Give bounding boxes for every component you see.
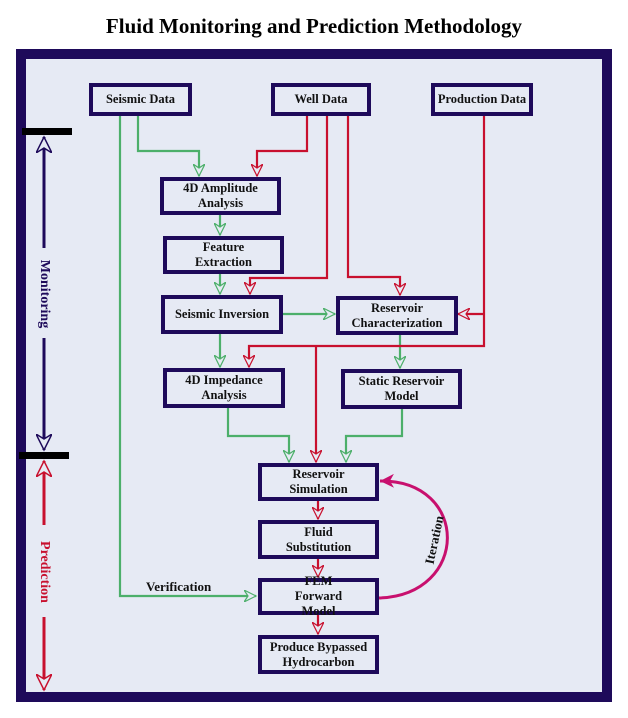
edge-impedance-to-simulation — [226, 407, 289, 462]
verification-label: Verification — [146, 579, 212, 594]
monitoring-phase-label: Monitoring — [37, 259, 52, 329]
node-4d-amplitude-analysis: 4D Amplitude Analysis — [160, 177, 281, 215]
edge-well-to-inversion — [250, 115, 329, 294]
node-well-data: Well Data — [271, 83, 371, 116]
node-seismic-inversion: Seismic Inversion — [161, 295, 283, 334]
edge-seismic-to-amplitude — [136, 115, 199, 176]
edge-verification — [118, 115, 256, 596]
edge-production-to-impedance — [249, 115, 486, 367]
node-fem-forward-model: FEM Forward Model — [258, 574, 379, 618]
monitoring-start-bar — [22, 128, 72, 135]
edge-well-to-characterization — [346, 115, 400, 295]
prediction-phase-label: Prediction — [37, 541, 52, 603]
node-produce-bypassed-hydrocarbon: Produce Bypassed Hydrocarbon — [258, 635, 379, 674]
edge-well-to-amplitude — [257, 115, 309, 176]
node-static-reservoir-model: Static Reservoir Model — [341, 369, 462, 409]
node-feature-extraction: Feature Extraction — [163, 236, 284, 274]
node-reservoir-characterization: Reservoir Characterization — [336, 296, 458, 335]
edge-iteration-loop — [378, 473, 449, 600]
phase-divider-bar — [19, 452, 69, 459]
node-4d-impedance-analysis: 4D Impedance Analysis — [163, 368, 285, 408]
edge-static-to-simulation — [346, 408, 404, 462]
diagram-title: Fluid Monitoring and Prediction Methodol… — [105, 14, 523, 38]
node-seismic-data: Seismic Data — [89, 83, 192, 116]
node-production-data: Production Data — [431, 83, 533, 116]
node-reservoir-simulation: Reservoir Simulation — [258, 463, 379, 501]
node-fluid-substitution: Fluid Substitution — [258, 520, 379, 559]
